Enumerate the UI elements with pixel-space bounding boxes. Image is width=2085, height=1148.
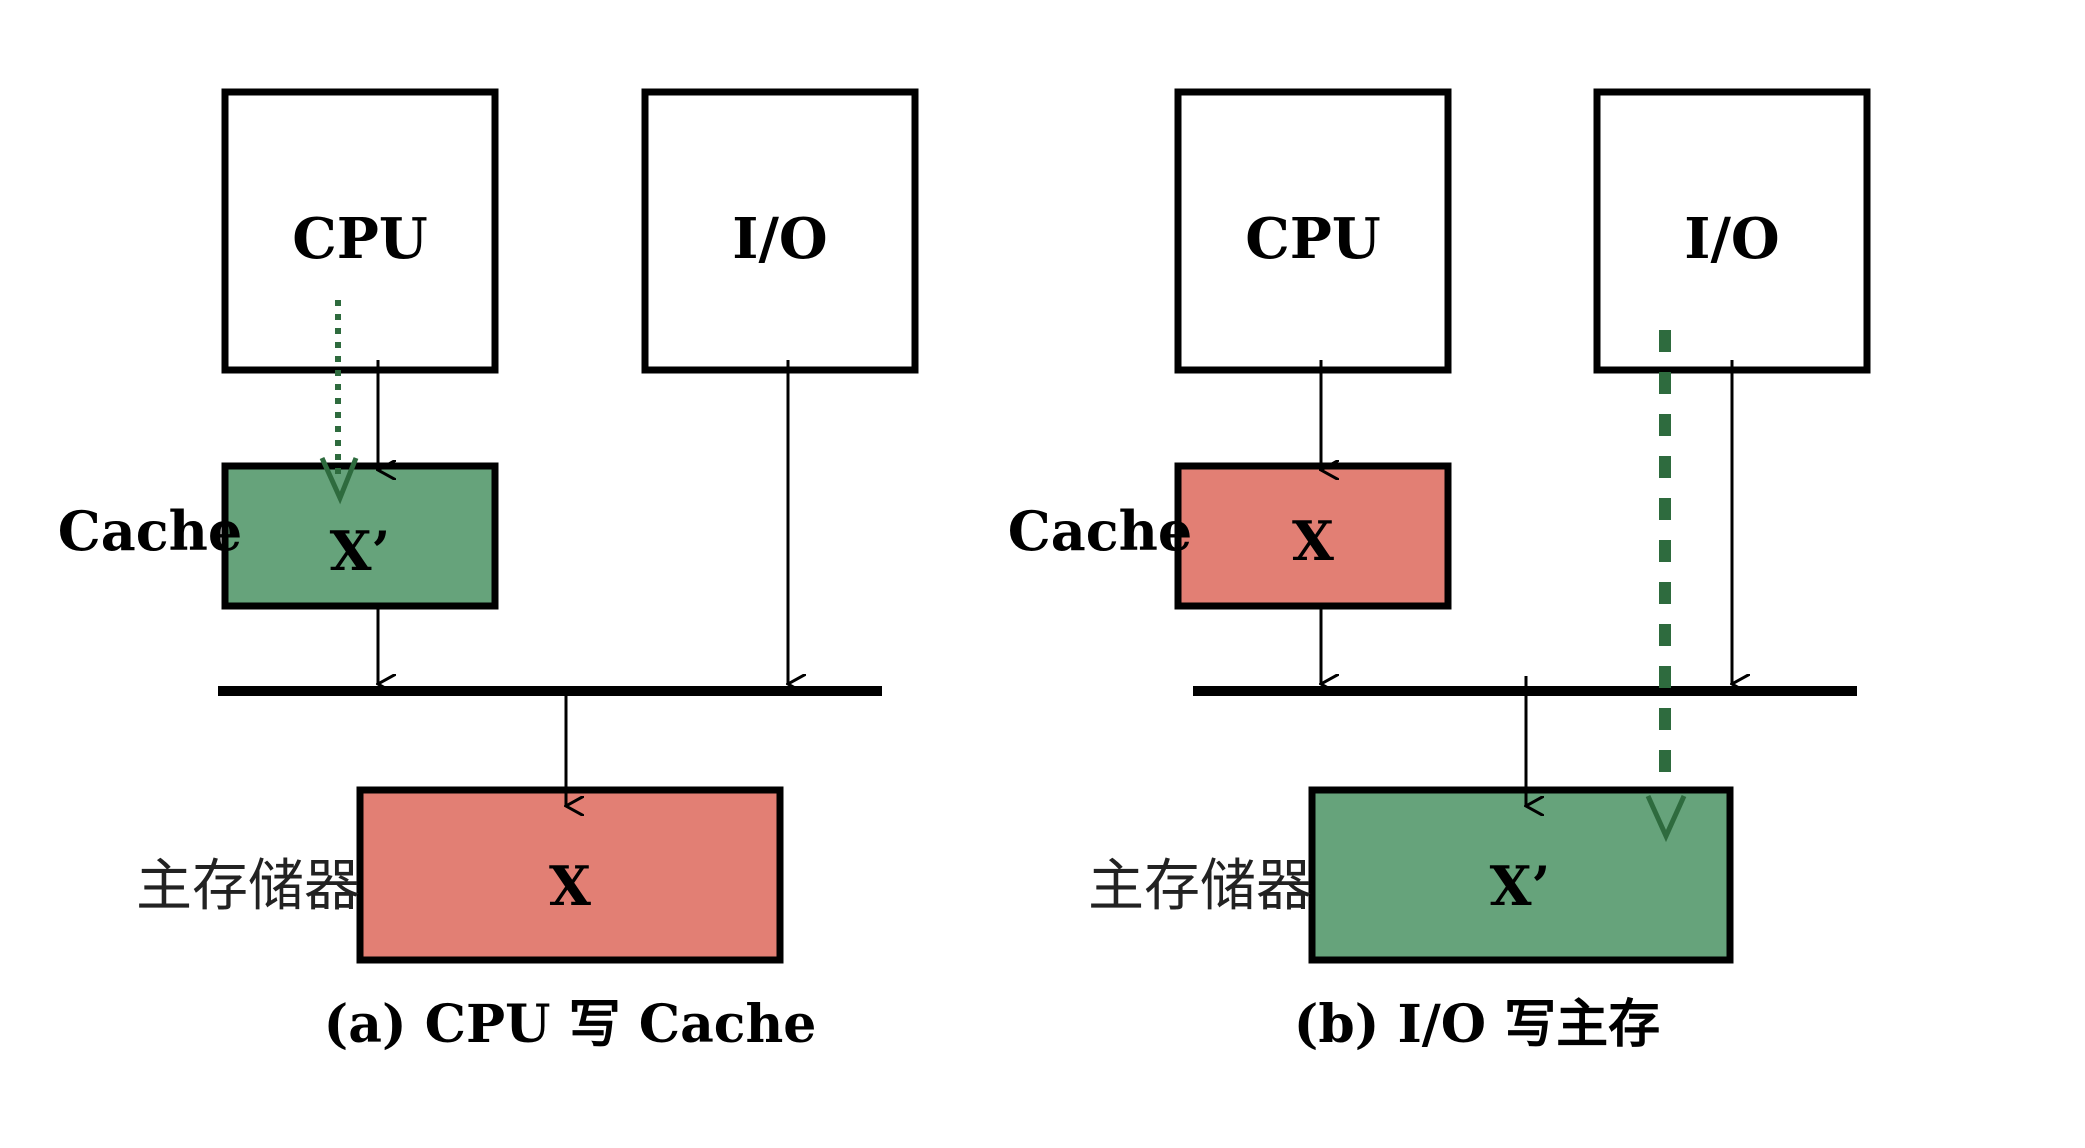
panel-b: CPU I/O Cache X 主存储器 X’ (b) I/O 写主存	[1008, 88, 1871, 1055]
memory-value-b: X’	[1490, 854, 1551, 918]
caption-b: (b) I/O 写主存	[1294, 994, 1660, 1055]
cpu-box-b	[1174, 88, 1452, 374]
cpu-label-b: CPU	[1245, 206, 1381, 272]
cache-box-a	[221, 462, 499, 610]
io-label-b: I/O	[1684, 206, 1779, 272]
io-label-a: I/O	[732, 206, 827, 272]
cpu-box-a	[221, 88, 499, 374]
dashed-arrowhead-b	[1645, 794, 1687, 843]
dashed-arrowhead-a	[319, 456, 359, 505]
cache-value-a: X’	[330, 519, 391, 583]
io-box-b	[1593, 88, 1871, 374]
cpu-label-a: CPU	[292, 206, 428, 272]
memory-label-a: 主存储器	[136, 854, 360, 919]
cache-box-b	[1174, 462, 1452, 610]
memory-box-a	[356, 786, 784, 964]
cache-value-b: X	[1292, 509, 1334, 573]
cache-label-a: Cache	[58, 499, 242, 563]
memory-label-b: 主存储器	[1088, 854, 1312, 919]
dashed-write-arrow-b	[1645, 330, 1687, 843]
memory-value-a: X	[549, 854, 591, 918]
panel-a: CPU I/O Cache X’ 主存储器 X (a) CPU 写 Cache	[58, 88, 919, 1055]
caption-a: (a) CPU 写 Cache	[324, 994, 817, 1055]
io-box-a	[641, 88, 919, 374]
cache-label-b: Cache	[1008, 499, 1192, 563]
dashed-write-arrow-a	[319, 300, 359, 505]
